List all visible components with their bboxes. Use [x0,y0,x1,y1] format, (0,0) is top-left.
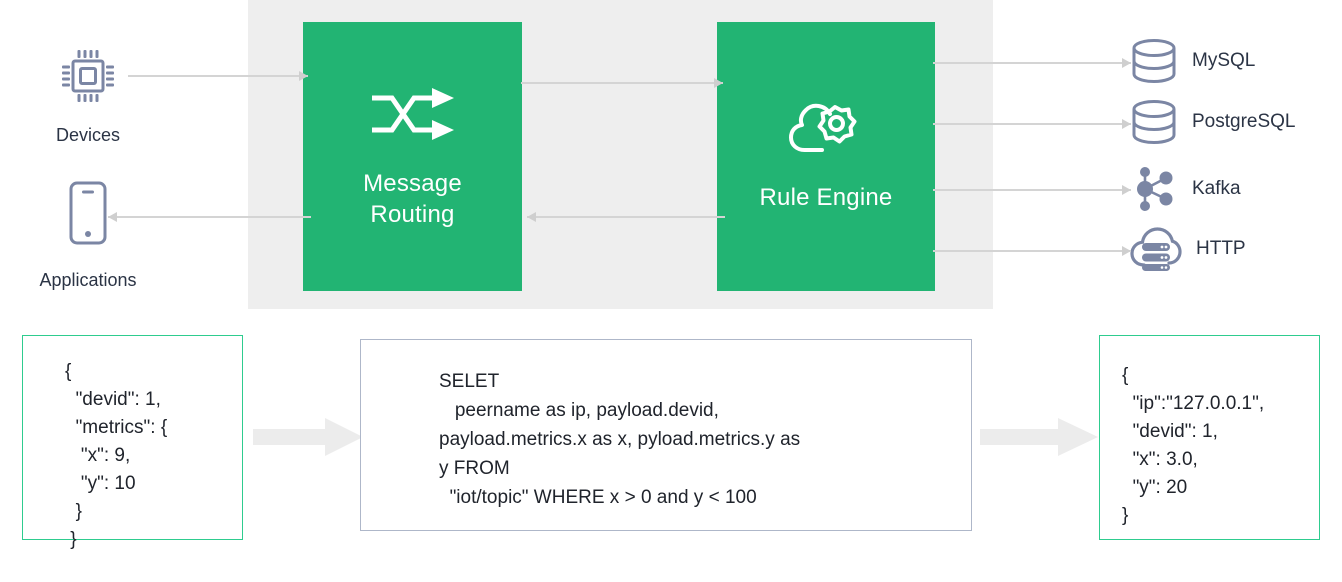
sink-kafka-label: Kafka [1192,178,1241,199]
code-panel-output-payload: { "ip":"127.0.0.1", "devid": 1, "x": 3.0… [1099,335,1320,540]
cloud-server-icon [1130,227,1182,271]
label-line-1: Message [363,169,462,197]
endpoint-devices: Devices [18,45,158,146]
mobile-phone-icon [69,181,107,245]
sink-postgresql-label: PostgreSQL [1192,111,1296,132]
endpoint-applications: Applications [12,180,164,291]
output-payload-text: { "ip":"127.0.0.1", "devid": 1, "x": 3.0… [1122,365,1265,526]
endpoint-applications-label: Applications [39,270,137,290]
label-line-2: Routing [370,200,455,228]
process-box-rule-engine-label: Rule Engine [759,184,893,211]
rule-sql-text: SELET peername as ip, payload.devid, pay… [439,371,801,508]
chip-icon [62,50,114,102]
sink-kafka[interactable]: Kafka [1130,165,1241,213]
sink-postgresql[interactable]: PostgreSQL [1130,99,1296,145]
shuffle-routing-icon [371,87,454,140]
code-panel-rule-sql: SELET peername as ip, payload.devid, pay… [360,339,972,531]
cloud-gear-icon [789,103,857,152]
sink-mysql[interactable]: MySQL [1130,38,1255,84]
block-arrow-sql-to-output [980,418,1098,456]
sink-http-label: HTTP [1196,238,1246,259]
endpoint-devices-label: Devices [55,125,121,145]
sink-mysql-label: MySQL [1192,50,1256,71]
process-box-rule-engine[interactable]: Rule Engine [717,22,935,291]
process-box-message-routing[interactable]: Message Routing [303,22,522,291]
code-panel-input-payload: { "devid": 1, "metrics": { "x": 9, "y": … [22,335,243,550]
input-payload-text: { "devid": 1, "metrics": { "x": 9, "y": … [65,361,168,550]
database-cylinder-icon [1132,39,1176,83]
block-arrow-input-to-sql [253,418,363,456]
process-box-message-routing-label: Message Routing [363,168,462,230]
database-cylinder-icon [1132,100,1176,144]
sink-http[interactable]: HTTP [1130,226,1246,272]
node-graph-icon [1137,167,1173,211]
